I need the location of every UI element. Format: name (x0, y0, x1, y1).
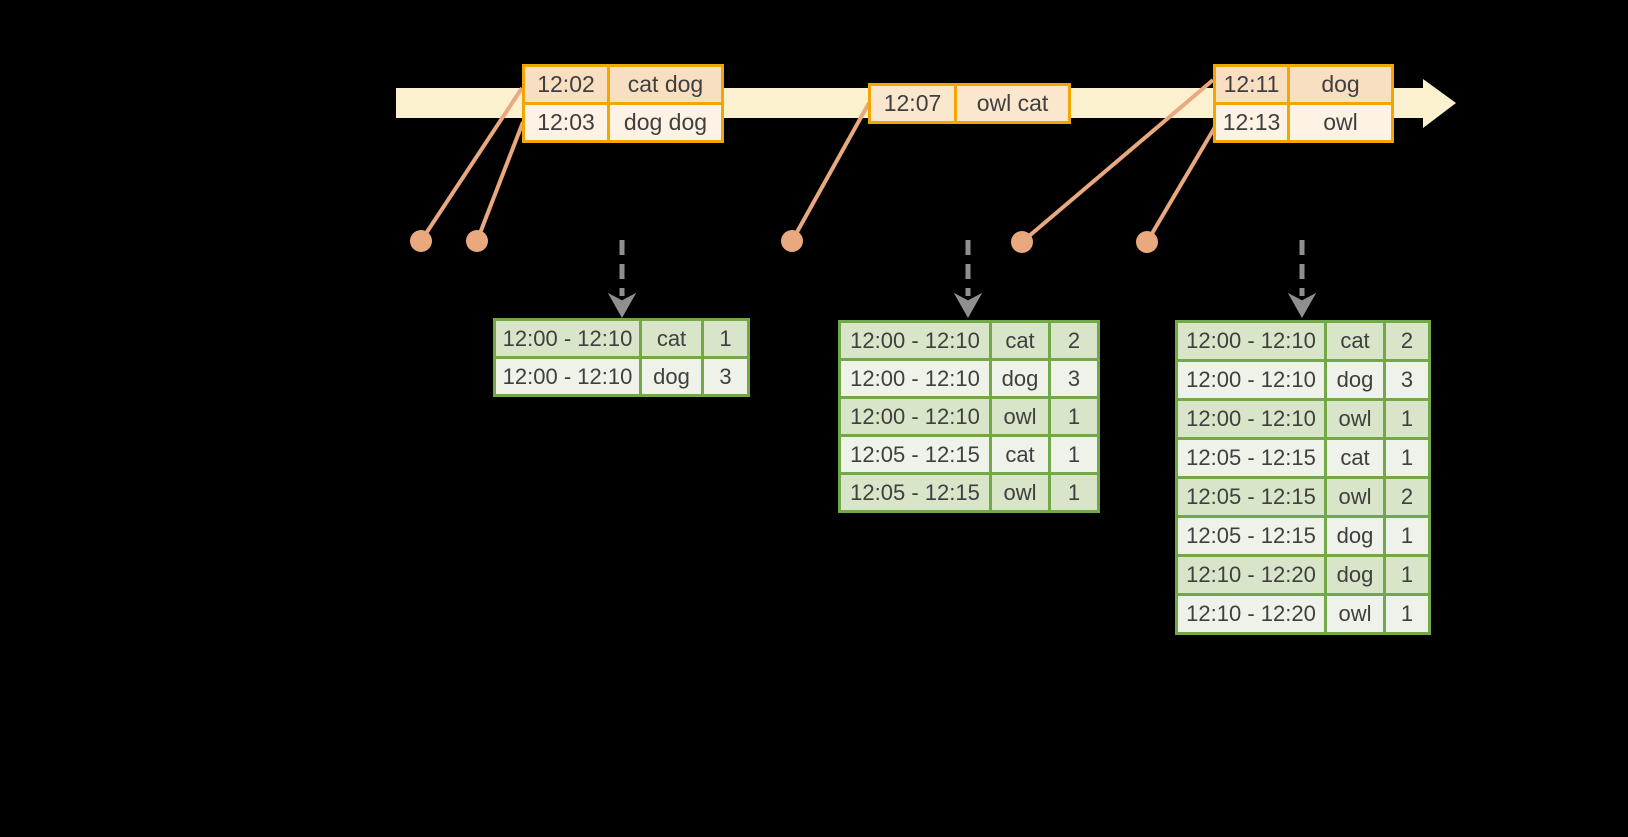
event-words-cell: dog dog (607, 102, 724, 143)
connector-line (475, 121, 525, 242)
table-row: 12:03 dog dog (522, 102, 724, 143)
result-table-1: 12:00 - 12:10 cat 1 12:00 - 12:10 dog 3 (493, 318, 750, 397)
word-cell: cat (989, 320, 1051, 361)
window-cell: 12:05 - 12:15 (838, 434, 992, 475)
window-cell: 12:00 - 12:10 (838, 358, 992, 399)
word-cell: dog (989, 358, 1051, 399)
word-cell: owl (1324, 593, 1386, 635)
event-marker-dots (410, 230, 1158, 253)
event-time-cell: 12:11 (1213, 64, 1290, 105)
count-cell: 3 (1383, 359, 1431, 401)
window-cell: 12:00 - 12:10 (493, 318, 642, 359)
table-row: 12:10 - 12:20 owl 1 (1175, 593, 1431, 635)
table-row: 12:00 - 12:10 owl 1 (1175, 398, 1431, 440)
count-cell: 3 (1048, 358, 1100, 399)
count-cell: 1 (1383, 515, 1431, 557)
event-time-cell: 12:07 (868, 83, 957, 124)
event-time-cell: 12:13 (1213, 102, 1290, 143)
timeline-arrow-right-icon (1423, 79, 1456, 128)
word-cell: dog (639, 356, 704, 397)
connector-line (1020, 78, 1215, 244)
window-cell: 12:05 - 12:15 (1175, 476, 1327, 518)
event-dot-icon (410, 230, 432, 252)
window-cell: 12:10 - 12:20 (1175, 593, 1327, 635)
table-row: 12:05 - 12:15 owl 1 (838, 472, 1100, 513)
word-cell: cat (639, 318, 704, 359)
result-table-3: 12:00 - 12:10 cat 2 12:00 - 12:10 dog 3 … (1175, 320, 1431, 635)
table-row: 12:00 - 12:10 cat 2 (838, 320, 1100, 361)
table-row: 12:05 - 12:15 cat 1 (838, 434, 1100, 475)
trigger-arrows (607, 240, 1317, 319)
window-cell: 12:00 - 12:10 (838, 320, 992, 361)
event-time-cell: 12:02 (522, 64, 610, 105)
word-cell: cat (1324, 320, 1386, 362)
input-events-table-2: 12:07 owl cat (868, 83, 1071, 124)
window-cell: 12:00 - 12:10 (1175, 398, 1327, 440)
count-cell: 2 (1383, 320, 1431, 362)
word-cell: owl (1324, 398, 1386, 440)
word-cell: owl (989, 472, 1051, 513)
window-cell: 12:05 - 12:15 (1175, 437, 1327, 479)
count-cell: 1 (1383, 593, 1431, 635)
table-row: 12:00 - 12:10 cat 2 (1175, 320, 1431, 362)
connector-line (790, 102, 871, 242)
window-cell: 12:00 - 12:10 (493, 356, 642, 397)
count-cell: 3 (701, 356, 750, 397)
event-dot-icon (781, 230, 803, 252)
count-cell: 2 (1048, 320, 1100, 361)
event-time-cell: 12:03 (522, 102, 610, 143)
table-row: 12:00 - 12:10 cat 1 (493, 318, 750, 359)
table-row: 12:11 dog (1213, 64, 1394, 105)
table-row: 12:00 - 12:10 dog 3 (493, 356, 750, 397)
window-cell: 12:10 - 12:20 (1175, 554, 1327, 596)
connector-line (419, 86, 524, 243)
table-row: 12:05 - 12:15 cat 1 (1175, 437, 1431, 479)
result-table-2: 12:00 - 12:10 cat 2 12:00 - 12:10 dog 3 … (838, 320, 1100, 513)
word-cell: dog (1324, 515, 1386, 557)
count-cell: 1 (1383, 437, 1431, 479)
table-row: 12:00 - 12:10 owl 1 (838, 396, 1100, 437)
event-words-cell: dog (1287, 64, 1394, 105)
count-cell: 2 (1383, 476, 1431, 518)
window-cell: 12:00 - 12:10 (1175, 320, 1327, 362)
event-connector-lines (419, 78, 1217, 244)
window-cell: 12:05 - 12:15 (1175, 515, 1327, 557)
word-cell: owl (989, 396, 1051, 437)
event-words-cell: owl cat (954, 83, 1071, 124)
table-row: 12:02 cat dog (522, 64, 724, 105)
word-cell: cat (1324, 437, 1386, 479)
table-row: 12:10 - 12:20 dog 1 (1175, 554, 1431, 596)
count-cell: 1 (1048, 472, 1100, 513)
input-events-table-1: 12:02 cat dog 12:03 dog dog (522, 64, 724, 143)
event-words-cell: cat dog (607, 64, 724, 105)
count-cell: 1 (1048, 434, 1100, 475)
word-cell: cat (989, 434, 1051, 475)
down-arrow-icon (1287, 292, 1317, 319)
table-row: 12:05 - 12:15 owl 2 (1175, 476, 1431, 518)
window-cell: 12:05 - 12:15 (838, 472, 992, 513)
window-cell: 12:00 - 12:10 (1175, 359, 1327, 401)
connector-line (1145, 125, 1217, 244)
event-words-cell: owl (1287, 102, 1394, 143)
event-dot-icon (466, 230, 488, 252)
event-dot-icon (1011, 231, 1033, 253)
count-cell: 1 (701, 318, 750, 359)
count-cell: 1 (1048, 396, 1100, 437)
count-cell: 1 (1383, 398, 1431, 440)
table-row: 12:07 owl cat (868, 83, 1071, 124)
table-row: 12:00 - 12:10 dog 3 (1175, 359, 1431, 401)
input-events-table-3: 12:11 dog 12:13 owl (1213, 64, 1394, 143)
table-row: 12:13 owl (1213, 102, 1394, 143)
word-cell: dog (1324, 554, 1386, 596)
table-row: 12:00 - 12:10 dog 3 (838, 358, 1100, 399)
word-cell: owl (1324, 476, 1386, 518)
event-dot-icon (1136, 231, 1158, 253)
count-cell: 1 (1383, 554, 1431, 596)
word-cell: dog (1324, 359, 1386, 401)
down-arrow-icon (607, 292, 637, 319)
window-cell: 12:00 - 12:10 (838, 396, 992, 437)
down-arrow-icon (953, 292, 983, 319)
table-row: 12:05 - 12:15 dog 1 (1175, 515, 1431, 557)
